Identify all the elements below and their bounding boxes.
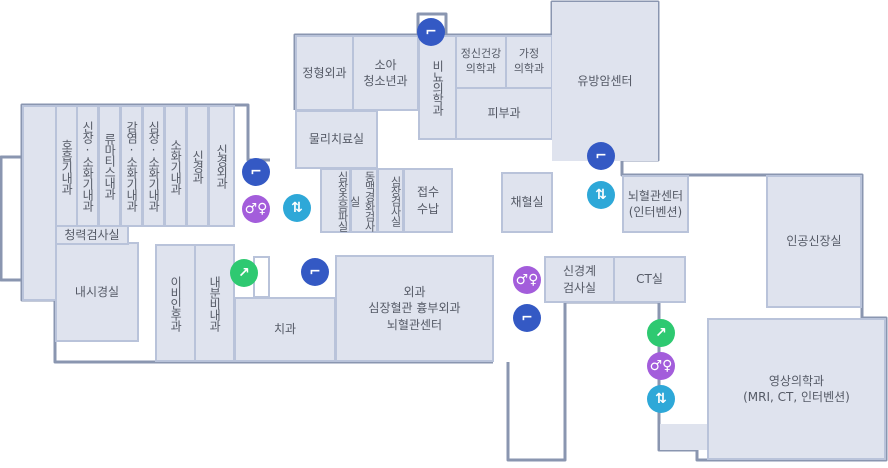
- room-radiology[interactable]: 영상의학과 (MRI, CT, 인터벤션): [707, 318, 886, 460]
- room-breast-cancer[interactable]: 유방암센터: [552, 2, 658, 161]
- elevator-icon: ⇅: [283, 194, 311, 222]
- room-label: 영상의학과 (MRI, CT, 인터벤션): [743, 373, 850, 404]
- room-label: 내분비내과: [207, 275, 222, 331]
- room-respiratory[interactable]: 호흡기내과: [55, 105, 78, 227]
- room-family-medicine[interactable]: 가정 의학과: [505, 35, 553, 89]
- room-audiometry[interactable]: 청력검사실: [55, 225, 129, 245]
- elevator-icon: ⇅: [647, 385, 675, 413]
- room-label: 류마티스내과: [102, 133, 117, 199]
- escalator-icon: ↗: [230, 259, 258, 287]
- room-cerebrovascular[interactable]: 뇌혈관센터 (인터벤션): [622, 175, 689, 233]
- room-label: CT실: [636, 272, 663, 287]
- room-pediatrics[interactable]: 소아 청소년과: [352, 35, 419, 111]
- room-label: 인공신장실: [786, 234, 842, 249]
- room-dermatology[interactable]: 피부과: [455, 87, 553, 140]
- room-label: 외과 심장혈관 흉부외과 뇌혈관센터: [368, 285, 461, 332]
- stairs-icon: ⌐: [242, 158, 270, 186]
- escalator-icon: ↗: [647, 319, 675, 347]
- room-label: 심장초음파실: [336, 170, 349, 231]
- room-rheumatology[interactable]: 류마티스내과: [98, 105, 121, 227]
- room-endoscopy[interactable]: 내시경실: [55, 242, 139, 342]
- room-neurology[interactable]: 신경과: [186, 105, 209, 227]
- room-neuro-test[interactable]: 신경계 검사실: [544, 256, 615, 303]
- room-label: 치과: [273, 322, 297, 337]
- room-urology[interactable]: 비뇨의학과: [418, 35, 457, 140]
- room-ent[interactable]: 이비인후과: [155, 244, 196, 362]
- room-label: 신경외과: [214, 144, 229, 188]
- elevator-icon: ⇅: [587, 181, 615, 209]
- room-label: 내시경실: [74, 284, 120, 299]
- room-label: 비뇨의학과: [430, 60, 445, 115]
- room-gastro[interactable]: 소화기내과: [164, 105, 187, 227]
- room-label: 심장검사실: [389, 175, 402, 226]
- restroom-icon: ♂♀: [513, 266, 541, 294]
- room-neurosurgery[interactable]: 신경외과: [208, 105, 235, 227]
- room-label: 호흡기내과: [59, 138, 74, 194]
- room-label: 동맥경화검사실: [348, 170, 376, 231]
- room-blood-draw[interactable]: 채혈실: [501, 172, 553, 233]
- room-label: 감염·소화기내과: [124, 121, 139, 211]
- room-radiology-extension: [660, 424, 710, 450]
- room-label: 정신건강 의학과: [460, 47, 502, 75]
- restroom-icon: ♂♀: [647, 352, 675, 380]
- room-label: 접수 수납: [416, 185, 440, 216]
- room-label: 심장·소화기내과: [146, 121, 161, 211]
- stairs-icon: ⌐: [587, 142, 615, 170]
- room-surgery[interactable]: 외과 심장혈관 흉부외과 뇌혈관센터: [335, 255, 494, 362]
- restroom-icon: ♂♀: [242, 195, 270, 223]
- room-label: 정형외과: [302, 65, 347, 80]
- room-cardio-gastro[interactable]: 심장·소화기내과: [142, 105, 165, 227]
- room-label: 뇌혈관센터 (인터벤션): [627, 188, 684, 219]
- room-orthopedics[interactable]: 정형외과: [295, 35, 354, 111]
- room-physical-therapy[interactable]: 물리치료실: [295, 110, 378, 169]
- room-echo[interactable]: 심장초음파실: [320, 168, 351, 233]
- stairs-icon: ⌐: [513, 304, 541, 332]
- room-nephro-gastro[interactable]: 신장·소화기내과: [76, 105, 99, 227]
- room-label: 채혈실: [510, 195, 544, 210]
- room-endoscopy-extension: [22, 105, 57, 301]
- room-cardiac-test[interactable]: 심장검사실: [377, 168, 404, 233]
- room-arteriosclerosis[interactable]: 동맥경화검사실: [348, 168, 378, 233]
- room-label: 소화기내과: [168, 138, 183, 194]
- room-label: 유방암센터: [577, 74, 633, 89]
- room-label: 소아 청소년과: [363, 57, 408, 88]
- room-endocrinology[interactable]: 내분비내과: [194, 244, 235, 362]
- room-reception[interactable]: 접수 수납: [403, 168, 453, 233]
- room-dental[interactable]: 치과: [234, 297, 336, 362]
- stairs-icon: ⌐: [301, 258, 329, 286]
- room-label: 신경계 검사실: [562, 264, 597, 295]
- room-label: 이비인후과: [168, 275, 183, 331]
- room-infection-gastro[interactable]: 감염·소화기내과: [120, 105, 143, 227]
- room-label: 신경과: [190, 149, 205, 183]
- room-label: 청력검사실: [64, 227, 120, 242]
- room-label: 신장·소화기내과: [80, 121, 95, 211]
- room-ct[interactable]: CT실: [613, 256, 686, 303]
- stairs-icon: ⌐: [417, 18, 445, 46]
- room-label: 가정 의학과: [513, 47, 545, 75]
- room-dialysis[interactable]: 인공신장실: [766, 175, 862, 308]
- room-label: 피부과: [487, 106, 521, 121]
- room-psychiatry[interactable]: 정신건강 의학과: [455, 35, 507, 89]
- room-label: 물리치료실: [308, 132, 365, 147]
